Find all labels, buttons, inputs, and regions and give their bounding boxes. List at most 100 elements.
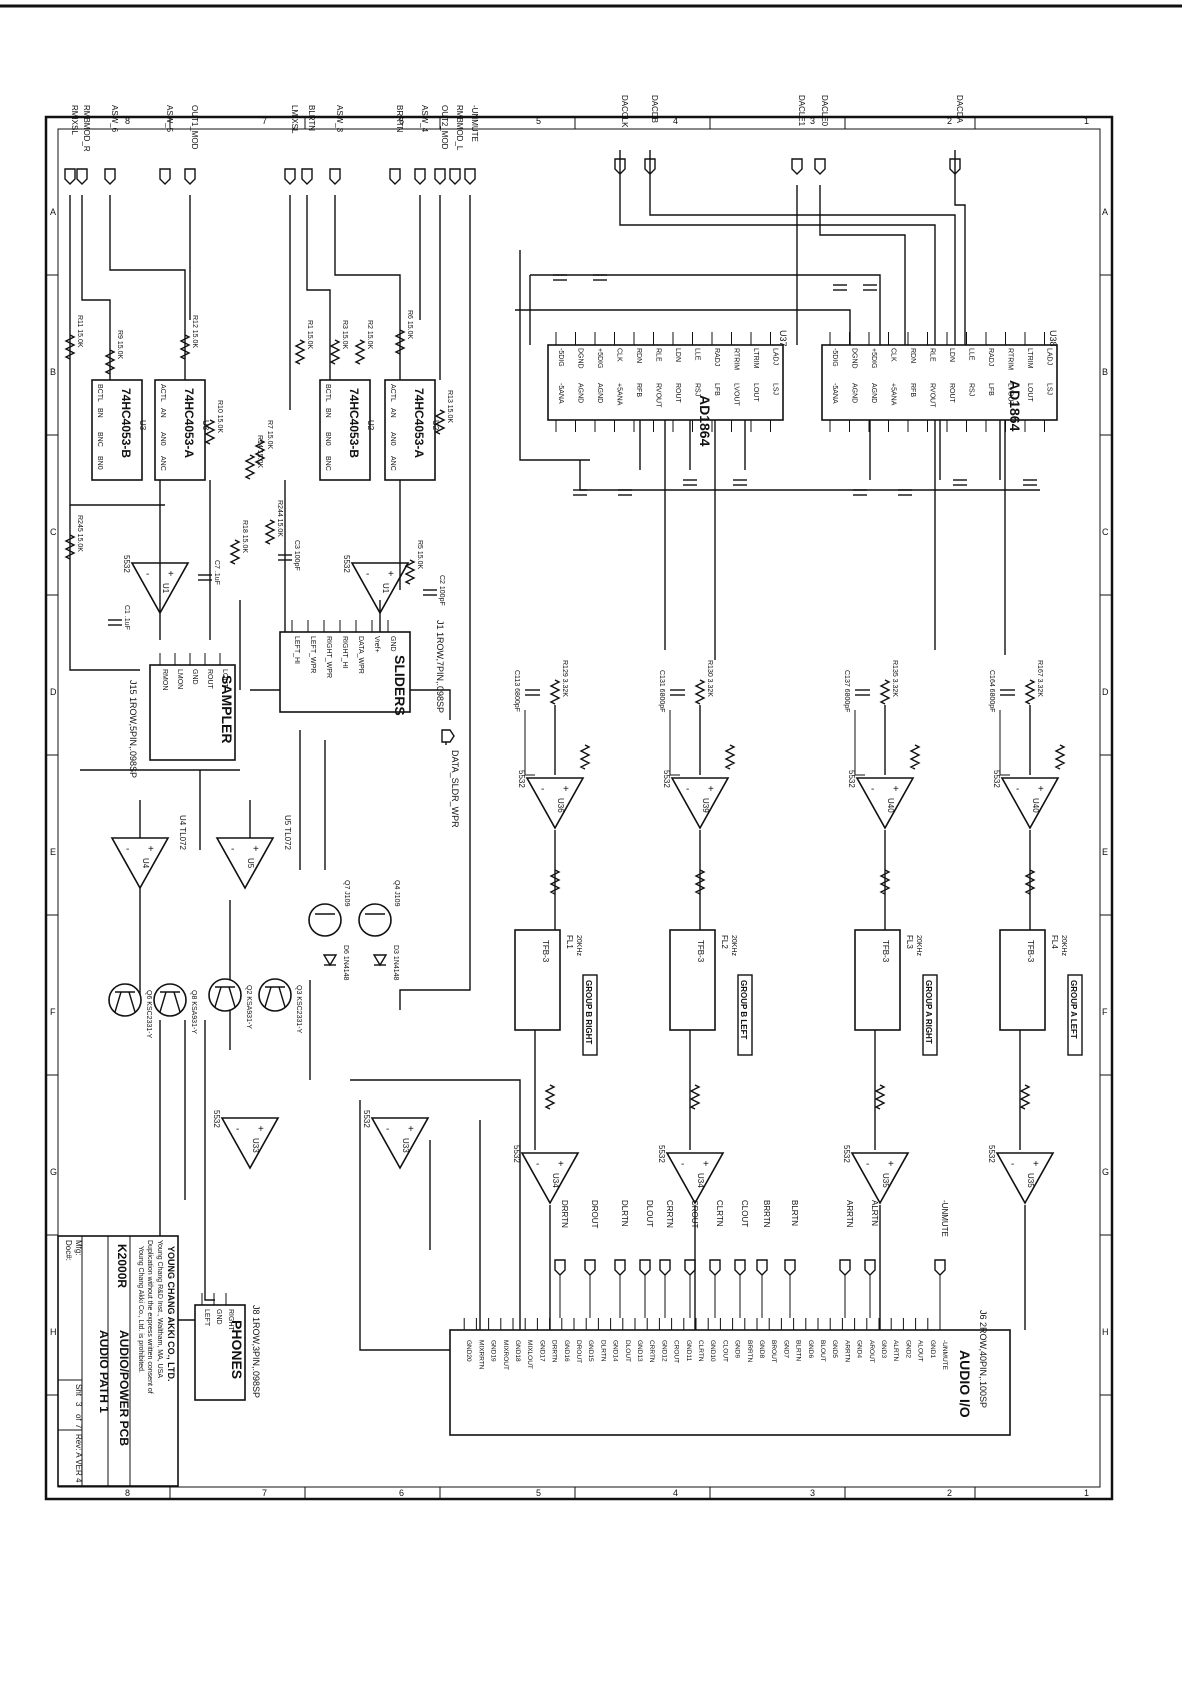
jfet-label: Q4 J109 [393, 880, 400, 907]
border-row-marker: D [1102, 687, 1109, 697]
net-port-icon [159, 168, 171, 185]
opamp-minus: - [386, 1124, 389, 1135]
border-column-marker: 7 [262, 116, 267, 126]
opamp-plus: + [148, 844, 154, 855]
net-port-icon [464, 168, 476, 185]
io-pin-label: DLOUT [624, 1340, 631, 1362]
mux-name: 74HC4053-A [182, 388, 196, 458]
io-pin-label: CLOUT [721, 1340, 728, 1362]
resistor-symbol [1019, 1084, 1031, 1110]
io-net-port-icon [734, 1259, 746, 1276]
dac-capacitors [553, 274, 1037, 496]
mux-name: 74HC4053-B [119, 388, 133, 458]
io-net-port-icon [614, 1259, 626, 1276]
dac-pin-label: LADJ [772, 348, 779, 365]
resistor-symbol [549, 679, 561, 705]
dac-pin-label: RLE [929, 348, 936, 362]
opamp-ref: U35 [881, 1173, 890, 1188]
diode-symbol [372, 954, 388, 967]
dac-pin-label: LADJ [1046, 348, 1053, 365]
net-port-label: DACDA [955, 95, 964, 124]
transistor-symbol [258, 978, 292, 1012]
resistor-label: R9 15.0K [116, 330, 123, 360]
border-column-marker: 4 [673, 116, 678, 126]
opamp-plus: + [1033, 1159, 1039, 1170]
dac-pin-label: DGND [851, 348, 858, 369]
title-board: AUDIO/POWER PCB [117, 1330, 131, 1446]
filter-frequency: 20KHz [575, 935, 582, 957]
transistor-label: Q6 KSC2331-Y [145, 990, 152, 1039]
opamp-type: 5532 [842, 1145, 851, 1163]
filter-module [514, 929, 561, 1031]
capacitor-label: C164 6800pF [988, 670, 995, 712]
resistor-label: R6 15.0K [406, 310, 413, 340]
opamp-type: 5532 [657, 1145, 666, 1163]
net-port-label: DACLE0 [820, 95, 829, 127]
opamp-symbol [995, 1152, 1055, 1205]
border-row-marker: B [50, 367, 56, 377]
filter-frequency: 20KHz [1060, 935, 1067, 957]
dac-pin-label: RVOUT [655, 383, 662, 408]
net-port-icon [814, 158, 826, 175]
io-pin-label: GND12 [660, 1340, 667, 1362]
resistor-label: R18 15.0K [241, 520, 248, 553]
opamp-ref: U40 [886, 798, 895, 813]
dac-u37-name: AD1864 [697, 395, 713, 447]
border-column-marker: 1 [1084, 1488, 1089, 1498]
border-row-marker: B [1102, 367, 1108, 377]
capacitor-label: C137 6800pF [843, 670, 850, 712]
net-port-label: ASW_6 [110, 105, 119, 133]
resistor-symbol [244, 454, 256, 480]
dac-pin-label: LOUT [752, 383, 759, 402]
io-pin-label: GND10 [709, 1340, 716, 1362]
border-row-marker: G [1102, 1167, 1109, 1177]
border-column-marker: 8 [125, 1488, 130, 1498]
dac-pin-label: RFB [635, 383, 642, 397]
sliders-ref: J1 1ROW,7PIN,.098SP [435, 620, 445, 713]
diode-label: D3 1N4148 [392, 945, 399, 981]
connector-pin-label: LEFT_HI [293, 636, 300, 664]
border-row-marker: C [50, 527, 57, 537]
connector-pin-label: Vref+ [373, 636, 380, 653]
mux-pin-label: AN [159, 408, 166, 418]
io-net-port-icon [554, 1259, 566, 1276]
mux-name: 74HC4053-B [347, 388, 361, 458]
connector-pin-label: LOUT [221, 669, 228, 688]
dac-pin-label: ROUT [674, 383, 681, 404]
group-label: GROUP A RIGHT [924, 980, 933, 1044]
dac-u38-name: AD1864 [1007, 380, 1023, 432]
opamp-symbol [220, 1117, 280, 1170]
io-pin-label: GND19 [490, 1340, 497, 1362]
opamp-type: 5532 [512, 1145, 521, 1163]
io-net-label: DLOUT [645, 1200, 654, 1227]
resistor-symbol [694, 869, 706, 895]
title-page: AUDIO PATH 1 [97, 1330, 111, 1413]
audio-io-title: AUDIO I/O [957, 1350, 973, 1418]
opamp-minus: - [126, 844, 129, 855]
opamp-symbol [215, 837, 275, 890]
jfet-symbol [358, 903, 392, 937]
io-net-label: DROUT [590, 1200, 599, 1229]
dac-pin-label: LOUT [1026, 383, 1033, 402]
opamp-plus: + [558, 1159, 564, 1170]
title-revision: Rev: A VER 4 [74, 1434, 83, 1483]
dac-pin-label: -5ANA [557, 383, 564, 404]
mux-chip [154, 379, 206, 481]
opamp-symbol [855, 777, 915, 830]
io-pin-label: GND5 [831, 1340, 838, 1358]
io-pin-label: GND14 [612, 1340, 619, 1362]
capacitor-label: C7 .1uF [213, 560, 220, 585]
net-port-label: RMIXSL [70, 105, 79, 135]
io-net-port-icon [584, 1259, 596, 1276]
title-sheet-number: 3 [74, 1402, 83, 1407]
resistor-symbol [874, 1084, 886, 1110]
io-pin-label: GND17 [538, 1340, 545, 1362]
io-net-port-icon [839, 1259, 851, 1276]
dac-pin-label: LTRIM [1026, 348, 1033, 369]
net-port-icon [184, 168, 196, 185]
net-port-icon [389, 168, 401, 185]
net-port-icon [434, 168, 446, 185]
